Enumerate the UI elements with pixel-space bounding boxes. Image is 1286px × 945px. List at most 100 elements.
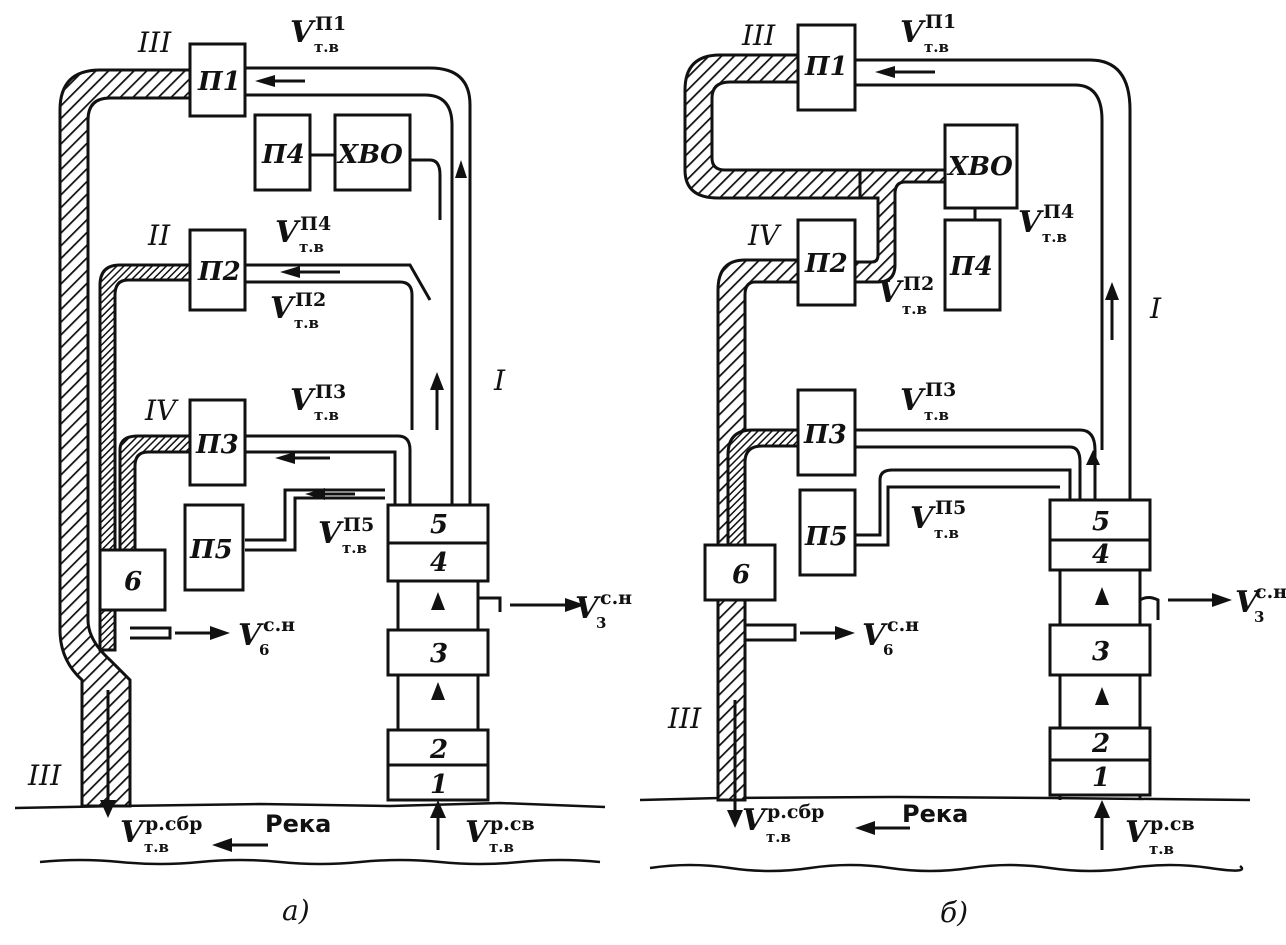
svg-text:V: V [275, 215, 301, 250]
arrow-p2-flow [280, 266, 300, 278]
label-iv: IV [747, 219, 782, 252]
svg-text:V: V [290, 383, 316, 418]
svg-text:V: V [910, 501, 936, 536]
svg-text:6: 6 [259, 641, 269, 659]
label-iv: IV [144, 394, 179, 427]
branch-3 [1138, 596, 1160, 620]
label-1: 1 [1092, 763, 1110, 793]
svg-text:т.в: т.в [299, 238, 324, 256]
arrow-p1-flow [875, 66, 895, 78]
svg-text:с.н: с.н [263, 614, 295, 636]
flow-label-sbr: V р.сбр т.в [120, 813, 202, 856]
svg-text:т.в: т.в [314, 38, 339, 56]
river-bottom-wavy-line [39, 858, 601, 866]
box-1 [386, 763, 490, 802]
box-6 [703, 543, 777, 602]
flow-label-p5: V П5 т.в [318, 514, 374, 557]
svg-text:т.в: т.в [766, 828, 791, 846]
svg-text:П5: П5 [935, 497, 966, 519]
label-2: 2 [429, 735, 448, 765]
flow-label-sv: V р.св т.в [465, 813, 535, 856]
label-3: 3 [430, 639, 448, 669]
flow-label-p3: V П3 т.в [290, 381, 346, 424]
box-3 [1048, 623, 1152, 677]
label-p4: П4 [949, 252, 993, 282]
arrow-river-flow [212, 838, 232, 852]
svg-text:с.н: с.н [887, 614, 919, 636]
svg-text:V: V [120, 815, 146, 850]
svg-text:П4: П4 [1043, 201, 1074, 223]
svg-text:П3: П3 [315, 381, 346, 403]
discharge-loop-to-hvo [853, 168, 947, 284]
label-ii: II [147, 219, 171, 252]
box-hvo [943, 123, 1019, 210]
svg-text:V: V [742, 803, 768, 838]
arrow-column-1 [1095, 687, 1109, 705]
flow-label-sbr: V р.сбр т.в [742, 801, 824, 846]
arrow-discharge [727, 810, 743, 828]
flow-label-p4: V П4 т.в [1018, 201, 1074, 246]
pipe-v6 [130, 626, 172, 640]
svg-text:с.н: с.н [600, 587, 632, 609]
svg-text:V: V [238, 618, 264, 653]
pipe-p2-feed [245, 263, 432, 301]
svg-text:6: 6 [883, 641, 893, 659]
label-p1: П1 [197, 67, 241, 97]
label-p3: П3 [195, 430, 239, 460]
pipe-p5 [855, 468, 1072, 537]
svg-text:т.в: т.в [294, 314, 319, 332]
label-p5: П5 [804, 522, 848, 552]
arrow-river-flow [855, 821, 875, 835]
label-5: 5 [1092, 507, 1110, 537]
pipe-p3-lower [855, 445, 1082, 500]
svg-text:П3: П3 [925, 379, 956, 401]
arrow-p3-flow [275, 452, 295, 464]
label-p3: П3 [803, 420, 847, 450]
svg-text:т.в: т.в [1042, 228, 1067, 246]
svg-text:р.сбр: р.сбр [767, 801, 824, 823]
pipe-p2-return [245, 280, 414, 430]
svg-text:3: 3 [596, 614, 606, 632]
svg-text:т.в: т.в [934, 524, 959, 542]
flow-label-p1: V П1 т.в [900, 11, 956, 56]
box-p1 [188, 42, 247, 118]
label-p2: П2 [804, 249, 848, 279]
svg-text:р.св: р.св [490, 813, 535, 835]
svg-text:т.в: т.в [342, 539, 367, 557]
label-i: I [493, 364, 506, 397]
label-2: 2 [1091, 729, 1110, 759]
arrow-v6 [835, 626, 855, 640]
svg-text:V: V [318, 516, 344, 551]
panel-caption-b: б) [940, 896, 968, 929]
svg-text:с.н: с.н [1255, 581, 1286, 603]
svg-text:р.сбр: р.сбр [145, 813, 202, 835]
svg-text:V: V [1125, 815, 1151, 850]
label-p1: П1 [804, 52, 848, 82]
box-p3 [188, 398, 247, 487]
label-iii-bottom: III [667, 702, 702, 735]
label-hvo: ХВО [336, 140, 403, 170]
return-pipe-p3 [726, 428, 800, 547]
river-bottom-wavy-line [649, 863, 1244, 873]
svg-text:П2: П2 [903, 273, 934, 295]
flow-label-v6: V с.н 6 [238, 614, 295, 659]
label-iii-top: III [137, 26, 172, 59]
label-4: 4 [430, 548, 448, 578]
box-p1 [796, 23, 857, 112]
box-p4 [253, 113, 312, 192]
box-p2 [188, 228, 247, 312]
flow-label-p2: V П2 т.в [878, 273, 934, 318]
box-p2 [796, 218, 857, 307]
label-iii-top: III [741, 19, 776, 52]
svg-text:V: V [1235, 585, 1261, 620]
box-p3 [796, 388, 857, 477]
arrow-column-2 [431, 592, 445, 610]
flow-label-v6: V с.н 6 [862, 614, 919, 659]
svg-text:V: V [878, 275, 904, 310]
svg-text:V: V [900, 15, 926, 50]
pipe-v6 [745, 623, 797, 642]
panel-a: П1 П4 ХВО П2 П3 П5 6 5 4 3 2 1 III II IV… [14, 13, 632, 927]
label-p5: П5 [189, 535, 233, 565]
svg-text:П2: П2 [295, 289, 326, 311]
